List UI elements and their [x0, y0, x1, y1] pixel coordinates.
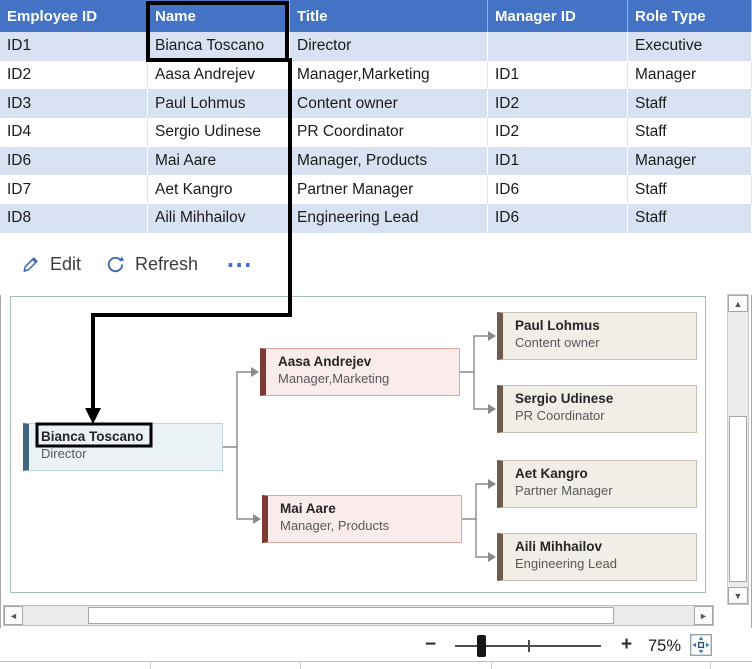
- cell-manager-id[interactable]: ID6: [488, 204, 628, 233]
- cell-role-type[interactable]: Staff: [628, 89, 752, 119]
- org-node-name: Aili Mihhailov: [515, 539, 603, 554]
- horizontal-scrollbar[interactable]: ◄ ►: [3, 605, 714, 626]
- refresh-icon: [107, 255, 125, 272]
- org-node-sergio-udinese[interactable]: Sergio Udinese PR Coordinator: [497, 385, 697, 433]
- vertical-scroll-thumb[interactable]: [729, 416, 747, 582]
- org-node-name: Aet Kangro: [515, 466, 588, 481]
- fit-page-button[interactable]: [690, 634, 712, 656]
- data-table: Employee ID Name Title Manager ID Role T…: [0, 0, 752, 233]
- cell-employee-id[interactable]: ID2: [0, 60, 148, 90]
- cell-manager-id[interactable]: ID1: [488, 60, 628, 90]
- cell-employee-id[interactable]: ID8: [0, 204, 148, 233]
- zoom-slider-thumb[interactable]: [477, 635, 486, 657]
- cell-name[interactable]: Mai Aare: [148, 146, 290, 176]
- scroll-down-button[interactable]: ▼: [728, 587, 748, 604]
- org-node-paul-lohmus[interactable]: Paul Lohmus Content owner: [497, 312, 697, 360]
- cell-manager-id[interactable]: ID2: [488, 118, 628, 147]
- edit-label: Edit: [50, 253, 82, 274]
- cell-role-type[interactable]: Staff: [628, 118, 752, 147]
- cell-role-type[interactable]: Manager: [628, 60, 752, 90]
- cell-title[interactable]: Partner Manager: [290, 175, 488, 205]
- fit-page-arrows: [692, 636, 710, 654]
- column-header-title[interactable]: Title: [290, 0, 488, 32]
- zoom-bar: − + 75%: [0, 628, 752, 661]
- cell-employee-id[interactable]: ID6: [0, 146, 148, 176]
- pencil-icon: [23, 256, 38, 272]
- org-node-title: Director: [41, 445, 87, 461]
- zoom-level-label: 75%: [648, 637, 682, 655]
- cell-manager-id[interactable]: ID2: [488, 89, 628, 119]
- scroll-right-button[interactable]: ►: [694, 606, 713, 625]
- cell-name[interactable]: Aili Mihhailov: [148, 204, 290, 233]
- column-header-manager-id[interactable]: Manager ID: [488, 0, 628, 32]
- cell-name[interactable]: Aasa Andrejev: [148, 60, 290, 90]
- cell-employee-id[interactable]: ID4: [0, 118, 148, 147]
- zoom-in-button[interactable]: +: [621, 634, 633, 655]
- horizontal-scroll-thumb[interactable]: [88, 607, 614, 624]
- zoom-slider-center-tick: [528, 640, 530, 652]
- cell-title[interactable]: Manager,Marketing: [290, 60, 488, 90]
- cell-name[interactable]: Aet Kangro: [148, 175, 290, 205]
- org-node-name: Mai Aare: [280, 501, 336, 516]
- cell-employee-id[interactable]: ID1: [0, 32, 148, 61]
- cell-name[interactable]: Sergio Udinese: [148, 118, 290, 147]
- column-header-name[interactable]: Name: [148, 0, 290, 32]
- org-node-aet-kangro[interactable]: Aet Kangro Partner Manager: [497, 460, 697, 508]
- zoom-out-button[interactable]: −: [425, 634, 437, 655]
- org-node-title: Manager,Marketing: [278, 370, 390, 386]
- org-node-title: Partner Manager: [515, 482, 613, 498]
- cell-employee-id[interactable]: ID3: [0, 89, 148, 119]
- refresh-button[interactable]: Refresh: [105, 254, 198, 275]
- cell-title[interactable]: Content owner: [290, 89, 488, 119]
- cell-role-type[interactable]: Manager: [628, 146, 752, 176]
- cell-role-type[interactable]: Staff: [628, 175, 752, 205]
- cell-name[interactable]: Paul Lohmus: [148, 89, 290, 119]
- edit-button[interactable]: Edit: [20, 254, 81, 275]
- org-node-aili-mihhailov[interactable]: Aili Mihhailov Engineering Lead: [497, 533, 697, 581]
- org-node-aasa-andrejev[interactable]: Aasa Andrejev Manager,Marketing: [260, 348, 460, 396]
- cell-employee-id[interactable]: ID7: [0, 175, 148, 205]
- cell-manager-id[interactable]: [488, 32, 628, 61]
- org-node-mai-aare[interactable]: Mai Aare Manager, Products: [262, 495, 462, 543]
- cell-role-type[interactable]: Executive: [628, 32, 752, 61]
- refresh-label: Refresh: [135, 253, 199, 274]
- scroll-up-button[interactable]: ▲: [728, 295, 748, 312]
- org-node-bianca-toscano[interactable]: Bianca Toscano Director: [23, 423, 223, 471]
- vertical-scrollbar[interactable]: ▲ ▼: [727, 294, 749, 605]
- cell-title[interactable]: Engineering Lead: [290, 204, 488, 233]
- org-node-name: Bianca Toscano: [41, 429, 144, 444]
- toolbar: Edit Refresh ⋯: [0, 233, 752, 295]
- cell-name[interactable]: Bianca Toscano: [148, 32, 290, 61]
- column-header-role-type[interactable]: Role Type: [628, 0, 752, 32]
- org-node-title: PR Coordinator: [515, 407, 605, 423]
- down-arrow-icon: ▼: [733, 590, 743, 601]
- cell-manager-id[interactable]: ID6: [488, 175, 628, 205]
- scroll-left-button[interactable]: ◄: [4, 606, 23, 625]
- org-node-title: Content owner: [515, 334, 600, 350]
- spreadsheet-gridline-strip: [0, 661, 752, 669]
- column-header-employee-id[interactable]: Employee ID: [0, 0, 148, 32]
- cell-manager-id[interactable]: ID1: [488, 146, 628, 176]
- org-node-name: Sergio Udinese: [515, 391, 614, 406]
- cell-role-type[interactable]: Staff: [628, 204, 752, 233]
- org-node-name: Paul Lohmus: [515, 318, 600, 333]
- cell-title[interactable]: Director: [290, 32, 488, 61]
- org-node-title: Engineering Lead: [515, 555, 617, 571]
- org-node-title: Manager, Products: [280, 517, 390, 533]
- org-connectors: [223, 331, 496, 562]
- left-arrow-icon: ◄: [9, 610, 18, 621]
- diagram-canvas[interactable]: Bianca Toscano Director Aasa Andrejev Ma…: [10, 296, 706, 593]
- cell-title[interactable]: PR Coordinator: [290, 118, 488, 147]
- right-arrow-icon: ►: [699, 610, 708, 621]
- cell-title[interactable]: Manager, Products: [290, 146, 488, 176]
- org-node-name: Aasa Andrejev: [278, 354, 372, 369]
- up-arrow-icon: ▲: [733, 298, 743, 309]
